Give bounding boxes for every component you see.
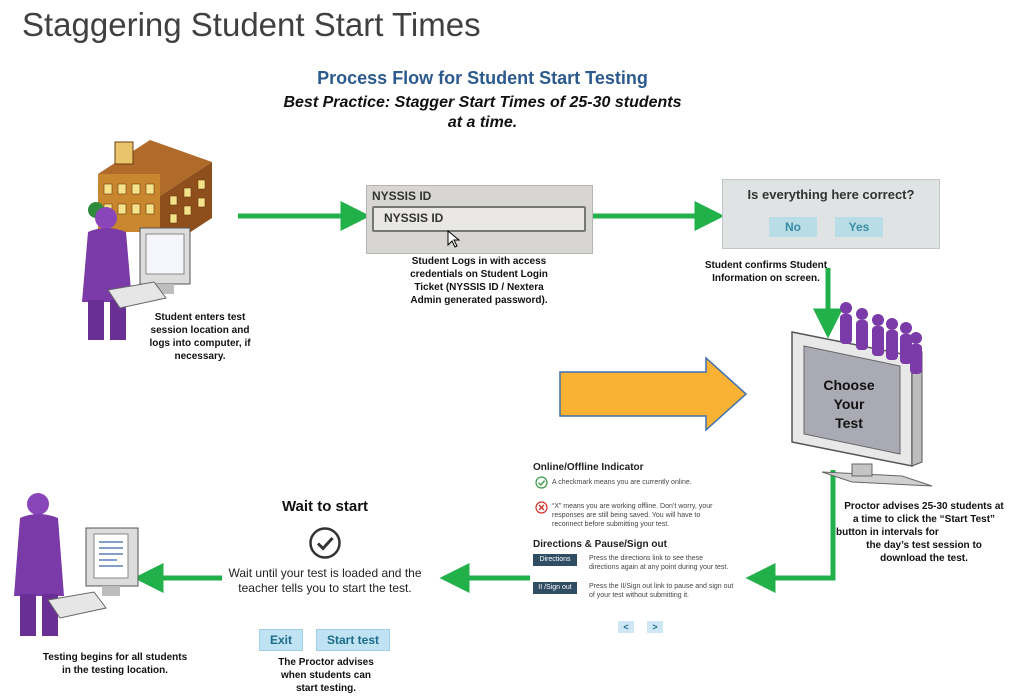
start-test-button[interactable]: Start test xyxy=(316,629,390,651)
confirm-question: Is everything here correct? xyxy=(747,187,915,202)
step3-caption: Student confirms Student Information on … xyxy=(698,259,834,285)
student-at-computer-icon xyxy=(82,207,191,340)
prev-page-button[interactable]: < xyxy=(618,621,634,633)
sign-out-button[interactable]: II /Sign out xyxy=(533,582,577,594)
choose-your-test-text: Choose Your Test xyxy=(812,376,886,433)
offline-text: “X” means you are working offline. Don’t… xyxy=(552,502,712,529)
step2-caption-line: Ticket (NYSSIS ID / Nextera xyxy=(414,282,544,293)
step3-caption-line: Information on screen. xyxy=(712,273,820,284)
step2-caption-line: credentials on Student Login xyxy=(410,269,548,280)
step6-caption: Testing begins for all students in the t… xyxy=(30,651,200,677)
step4-caption-line: button in intervals for xyxy=(836,527,939,538)
mouse-cursor-icon xyxy=(447,230,461,248)
yes-button[interactable]: Yes xyxy=(835,217,883,237)
login-field-label: NYSSIS ID xyxy=(372,189,432,203)
document-computer-icon xyxy=(47,527,139,619)
best-practice-line-1: Best Practice: Stagger Start Times of 25… xyxy=(283,94,682,111)
offline-text-line: “X” means you are working offline. Don’t… xyxy=(552,503,713,510)
step4-caption-line: the day’s test session to xyxy=(866,540,982,551)
login-screenshot: NYSSIS ID NYSSIS ID xyxy=(366,185,593,254)
next-page-button[interactable]: > xyxy=(647,621,663,633)
offline-text-line: responses are still being saved. You wil… xyxy=(552,512,701,519)
check-circle-icon xyxy=(309,527,341,559)
best-practice-note: Best Practice: Stagger Start Times of 25… xyxy=(250,93,715,133)
step1-caption-line: logs into computer, if xyxy=(149,338,251,349)
students-group-icon xyxy=(840,302,922,374)
confirm-screenshot: Is everything here correct? No Yes xyxy=(722,179,940,249)
exit-button[interactable]: Exit xyxy=(259,629,303,651)
online-check-icon xyxy=(535,476,548,489)
offline-text-line: reconnect before submitting your test. xyxy=(552,521,670,528)
directions-text-line: directions again at any point during you… xyxy=(589,564,729,571)
offline-x-icon xyxy=(535,501,548,514)
student-testing-icon xyxy=(14,493,64,636)
step6-caption-line: in the testing location. xyxy=(61,665,169,676)
step5-caption-line: The Proctor advises xyxy=(278,657,374,668)
step1-caption-line: necessary. xyxy=(174,351,226,362)
directions-text-line: Press the directions link to see these xyxy=(589,555,704,562)
block-arrow xyxy=(559,356,748,432)
choose-test-monitor xyxy=(791,302,933,487)
step6-caption-line: Testing begins for all students xyxy=(42,652,188,663)
step5-caption-line: when students can xyxy=(280,670,371,681)
student-at-school-illustration xyxy=(82,140,212,340)
wait-message-line: teacher tells you to start the test. xyxy=(238,581,412,595)
step1-caption-line: Student enters test xyxy=(154,312,246,323)
sign-out-text-line: Press the II/Sign out link to pause and … xyxy=(589,583,734,590)
wait-message-line: Wait until your test is loaded and the xyxy=(228,566,422,580)
nyssis-id-input-value: NYSSIS ID xyxy=(384,211,444,225)
step5-caption-line: start testing. xyxy=(295,683,356,694)
step1-caption-line: session location and xyxy=(150,325,250,336)
directions-text: Press the directions link to see these d… xyxy=(589,554,728,572)
step4-caption-line: a time to click the “Start Test” xyxy=(852,514,996,525)
wait-message: Wait until your test is loaded and the t… xyxy=(205,566,445,596)
directions-heading: Directions & Pause/Sign out xyxy=(533,539,667,550)
step4-caption: Proctor advises 25-30 students at a time… xyxy=(836,500,1012,565)
step1-caption: Student enters test session location and… xyxy=(130,311,270,363)
student-testing-illustration xyxy=(14,493,139,636)
directions-button[interactable]: Directions xyxy=(533,554,577,566)
sign-out-text-line: of your test without submitting it. xyxy=(589,592,689,599)
step2-caption: Student Logs in with access credentials … xyxy=(384,255,574,307)
step5-caption: The Proctor advises when students can st… xyxy=(256,656,396,695)
slide-title: Staggering Student Start Times xyxy=(22,6,481,43)
step2-caption-line: Admin generated password). xyxy=(410,295,548,306)
step3-caption-line: Student confirms Student xyxy=(704,260,828,271)
sign-out-text: Press the II/Sign out link to pause and … xyxy=(589,582,733,600)
no-button[interactable]: No xyxy=(769,217,817,237)
step4-caption-line: Proctor advises 25-30 students at xyxy=(844,501,1004,512)
monitor-text-line: Your xyxy=(833,396,865,412)
online-text: A checkmark means you are currently onli… xyxy=(552,479,692,486)
step4-caption-line: download the test. xyxy=(880,553,968,564)
step2-caption-line: Student Logs in with access xyxy=(411,256,547,267)
indicator-title: Online/Offline Indicator xyxy=(533,462,644,473)
nyssis-id-input[interactable]: NYSSIS ID xyxy=(372,206,586,232)
best-practice-line-2: at a time. xyxy=(447,114,518,131)
arrow-monitor-to-panel xyxy=(745,470,836,593)
flow-title: Process Flow for Student Start Testing xyxy=(317,68,648,88)
monitor-text-line: Choose xyxy=(823,377,875,393)
monitor-text-line: Test xyxy=(835,415,863,431)
wait-title: Wait to start xyxy=(281,498,369,515)
computer-monitor-icon xyxy=(791,331,933,487)
